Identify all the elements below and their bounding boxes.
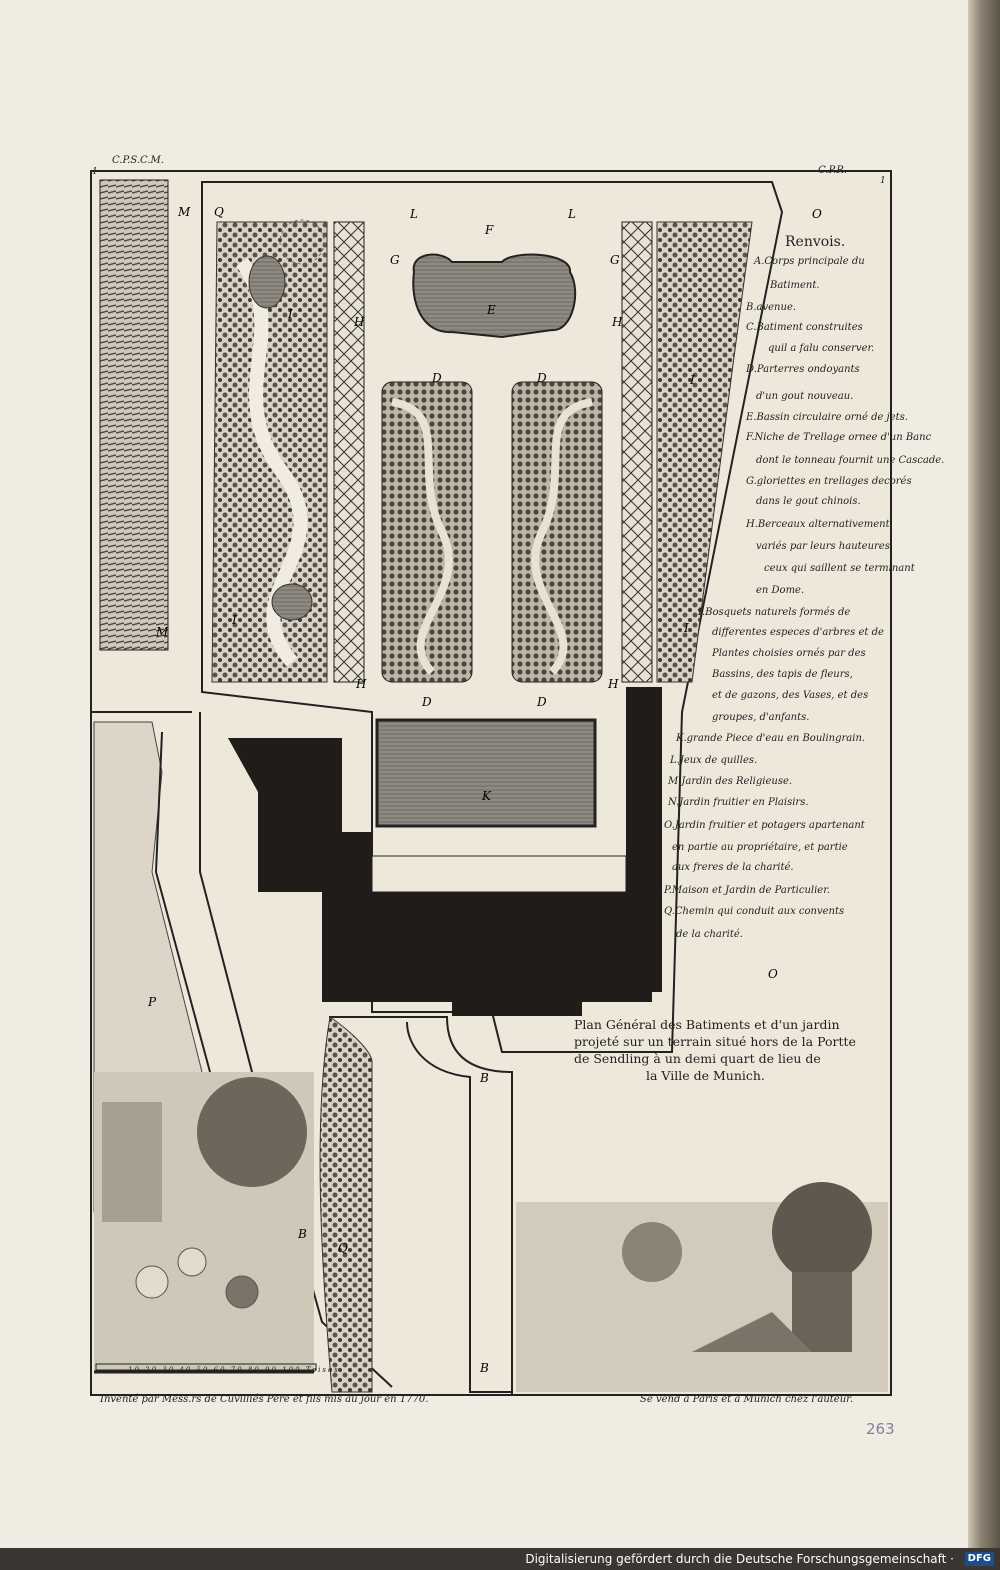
- label-q-top: Q: [214, 205, 224, 219]
- parterre-right: [511, 381, 603, 683]
- legend-line: aux freres de la charité.: [672, 862, 794, 873]
- label-q: Q: [338, 1241, 348, 1255]
- plan-title-line: Plan Général des Batiments et d'un jardi…: [574, 1017, 840, 1032]
- legend-line: en partie au propriétaire, et partie: [672, 842, 848, 853]
- caption-right: Se vend a Paris et a Munich chez l'auteu…: [640, 1394, 853, 1405]
- label-l-left: L: [409, 207, 418, 221]
- label-i-br: I: [683, 621, 689, 635]
- label-d-br: D: [536, 695, 547, 709]
- label-b-top: B: [479, 1071, 489, 1085]
- right-bosquet: [656, 221, 753, 683]
- label-b-left: B: [297, 1227, 307, 1241]
- dfg-logo: DFG: [964, 1552, 994, 1566]
- plan-title-line: de Sendling à un demi quart de lieu de: [574, 1051, 821, 1066]
- label-d-tr: D: [536, 371, 547, 385]
- legend-line: D.Parterres ondoyants: [746, 364, 860, 375]
- legend-line: P.Maison et Jardin de Particulier.: [664, 885, 831, 896]
- legend-line: N.Jardin fruitier en Plaisirs.: [668, 797, 809, 808]
- plan-title-line: la Ville de Munich.: [646, 1068, 765, 1083]
- label-m-bottom: M: [155, 625, 169, 639]
- label-o-top: O: [812, 207, 822, 221]
- label-d-bl: D: [421, 695, 432, 709]
- engraving-plate: M L F L O G G E H H I I D D I I M H D D …: [90, 170, 892, 1396]
- legend-line: L.Jeux de quilles.: [670, 755, 758, 766]
- legend-line: Bassins, des tapis de fleurs,: [712, 669, 853, 680]
- legend-line: et de gazons, des Vases, et des: [712, 690, 869, 701]
- label-m-top: M: [177, 205, 191, 219]
- right-berceau: [621, 221, 653, 683]
- label-i-tr: I: [689, 373, 695, 387]
- main-building: [228, 687, 662, 1016]
- legend-line: Batiment.: [770, 280, 820, 291]
- left-berceau: [333, 221, 365, 683]
- legend-line: de la charité.: [676, 929, 743, 940]
- book-page-edge: [968, 0, 1000, 1548]
- legend-line: dont le tonneau fournit une Cascade.: [756, 455, 945, 466]
- corner-mark-left: C.P.S.C.M.: [112, 155, 164, 166]
- canal-k: [375, 718, 597, 828]
- label-h-br: H: [607, 677, 619, 691]
- page-number: 263: [866, 1420, 895, 1438]
- corner-mark-right: C.P.R.: [818, 165, 848, 176]
- legend-line: O.Jardin fruitier et potagers apartenant: [664, 820, 865, 831]
- plan-title-line: projeté sur un terrain situé hors de la …: [574, 1034, 856, 1049]
- legend-line: Q.Chemin qui conduit aux convents: [664, 906, 845, 917]
- parterre-left: [381, 381, 473, 683]
- corner-number-left: 1: [92, 167, 98, 177]
- label-d-tl: D: [431, 371, 442, 385]
- caption-left: Inventé par Mess.rs de Cuvilliés Pere et…: [100, 1394, 429, 1405]
- legend-line: Plantes choisies ornés par des: [712, 648, 866, 659]
- legend-line: B.avenue.: [746, 302, 797, 313]
- legend-line: K.grande Piece d'eau en Boulingrain.: [676, 733, 866, 744]
- scale-label: Toises: [305, 1366, 340, 1374]
- garden-plan-drawing: M L F L O G G E H H I I D D I I M H D D …: [92, 179, 888, 1394]
- label-h-tr: H: [611, 315, 623, 329]
- scale-numbers: 10 20 30 40 50 60 70 80 90 100: [128, 1366, 302, 1374]
- label-g-right: G: [610, 253, 620, 267]
- label-o-mid: O: [768, 967, 778, 981]
- legend-line: G.gloriettes en trellages decorés: [746, 476, 912, 487]
- label-g-left: G: [390, 253, 400, 267]
- corner-number-right: 1: [880, 176, 886, 186]
- legend-line: A.Corps principale du: [754, 256, 865, 267]
- plan-title: Plan Général des Batiments et d'un jardi…: [566, 1016, 886, 1084]
- legend-line: differentes especes d'arbres et de: [712, 627, 884, 638]
- label-f: F: [484, 223, 494, 237]
- convent-garden-strip: [99, 179, 169, 651]
- legend-line: groupes, d'anfants.: [712, 712, 810, 723]
- legend-line: M.Jardin des Religieuse.: [668, 776, 793, 787]
- label-h-tl: H: [353, 315, 365, 329]
- legend-line: variés par leurs hauteures,: [756, 541, 894, 552]
- legend-line: en Dome.: [756, 585, 805, 596]
- label-i-tl: I: [287, 307, 293, 321]
- legend-line: H.Berceaux alternativement: [746, 519, 890, 530]
- footer-text: Digitalisierung gefördert durch die Deut…: [525, 1552, 954, 1566]
- legend-line: E.Bassin circulaire orné de jets.: [746, 412, 908, 423]
- legend-line: C.Batiment construites: [746, 322, 863, 333]
- legend-line: dans le gout chinois.: [756, 496, 861, 507]
- legend-line: quil a falu conserver.: [768, 343, 875, 354]
- label-l-right: L: [567, 207, 576, 221]
- legend-line: ceux qui saillent se terminant: [764, 563, 915, 574]
- label-b-bottom: B: [479, 1361, 489, 1375]
- legend-line: I.Bosquets naturels formés de: [698, 607, 851, 618]
- label-h-bl: H: [355, 677, 367, 691]
- legend-line: F.Niche de Trellage ornee d'un Banc: [746, 432, 932, 443]
- label-p: P: [147, 995, 157, 1009]
- basin-e: [412, 253, 577, 339]
- label-e: E: [486, 303, 496, 317]
- label-k: K: [481, 789, 492, 803]
- footer-bar: Digitalisierung gefördert durch die Deut…: [0, 1548, 1000, 1570]
- label-i-bl: I: [231, 613, 237, 627]
- scale-bar-numbers: 10 20 30 40 50 60 70 80 90 100 Toises: [128, 1366, 340, 1374]
- legend-title: Renvois.: [785, 234, 846, 250]
- legend-line: d'un gout nouveau.: [756, 391, 854, 402]
